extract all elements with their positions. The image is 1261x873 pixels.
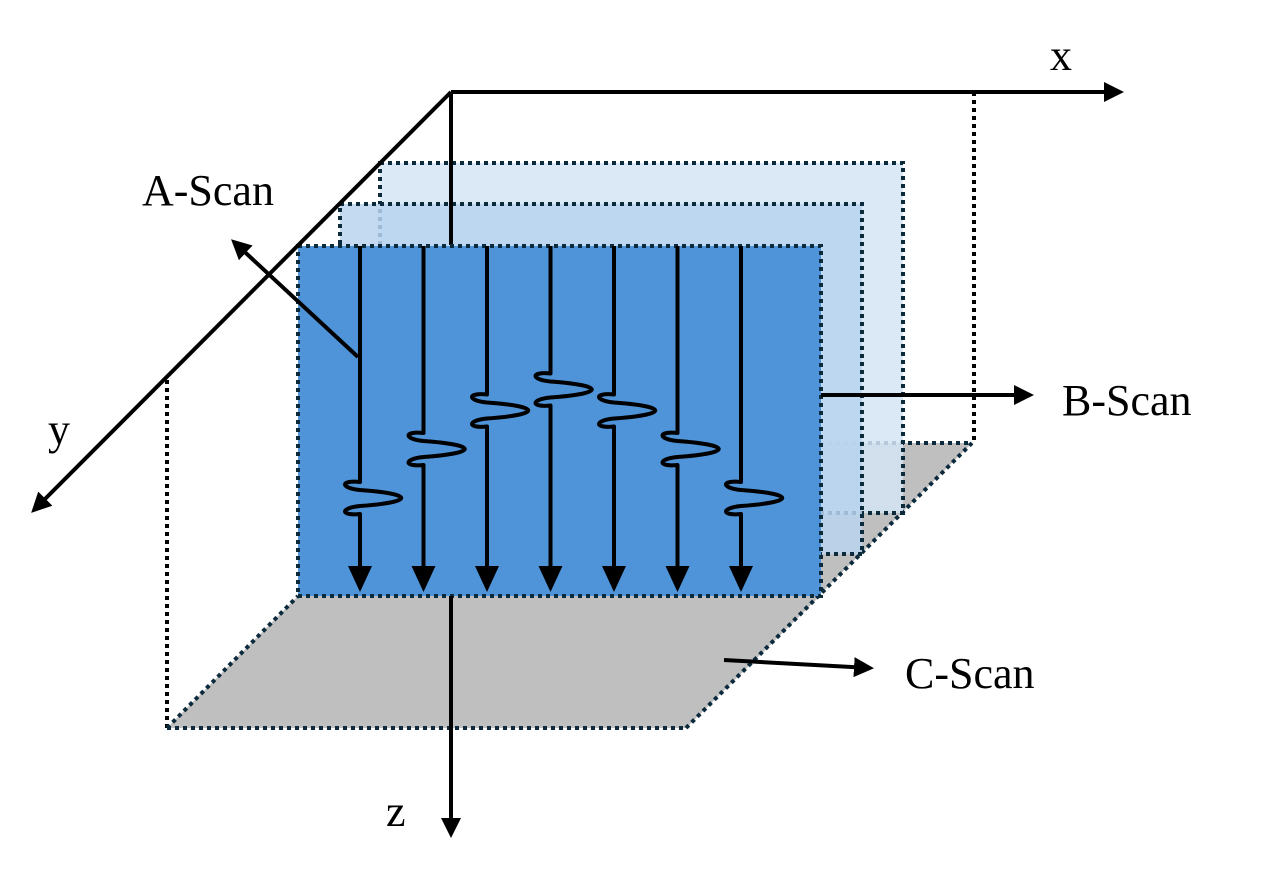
- c-scan-right-edge: [684, 441, 974, 730]
- a-scan-label: A-Scan: [142, 166, 274, 215]
- a-scan-trace: [597, 246, 657, 588]
- b-scan-label: B-Scan: [1062, 376, 1192, 425]
- y-axis-label: y: [48, 405, 70, 454]
- x-axis-label: x: [1050, 31, 1072, 80]
- c-scan-pointer: [723, 657, 874, 678]
- a-scan-arrowhead: [348, 566, 372, 592]
- a-scan-trace: [533, 246, 594, 588]
- a-scan-trace: [470, 246, 530, 588]
- a-scan-arrowhead: [729, 566, 753, 592]
- y-axis: [31, 90, 453, 513]
- a-scan-traces: [343, 246, 784, 592]
- b-scan-plane-front: [298, 246, 821, 596]
- a-scan-arrowhead: [475, 566, 499, 592]
- a-scan-arrowhead: [665, 566, 690, 592]
- a-scan-trace: [406, 246, 467, 588]
- a-scan-arrowhead: [411, 566, 436, 592]
- a-scan-arrowhead: [602, 566, 626, 592]
- z-axis-label: z: [386, 787, 406, 836]
- a-scan-pointer: [231, 239, 360, 359]
- c-scan-label: C-Scan: [905, 649, 1035, 698]
- a-scan-arrowhead: [538, 566, 563, 592]
- a-scan-trace: [660, 246, 721, 588]
- c-scan-left-edge: [165, 594, 300, 730]
- a-scan-trace: [343, 246, 403, 588]
- a-scan-trace: [724, 246, 784, 588]
